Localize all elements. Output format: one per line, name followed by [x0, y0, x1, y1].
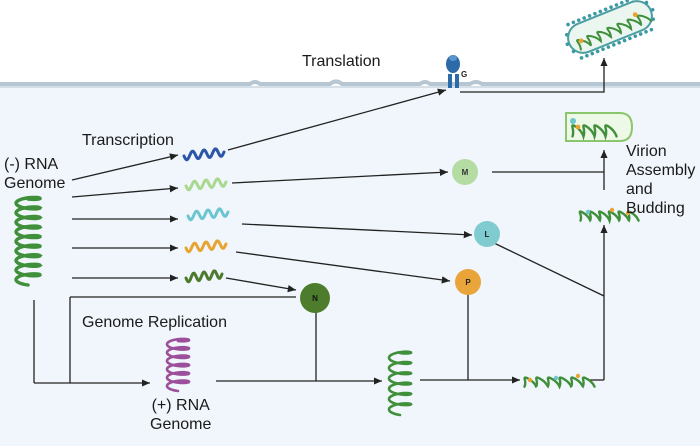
virion-spike [649, 27, 654, 32]
positive-rna-genome-label: (+) RNA Genome [150, 397, 212, 433]
virion-spike [620, 1, 624, 5]
arrow-transcription-m [71, 185, 179, 198]
rnp-dots [527, 207, 631, 383]
virion-spike [633, 34, 638, 38]
protein-g-label: G [461, 70, 468, 79]
arrow-translate-p [235, 251, 451, 284]
virion-spike [651, 17, 656, 22]
virion-spike [571, 49, 576, 54]
ribonucleoprotein-coil [578, 210, 640, 225]
transcription-label: Transcription [82, 132, 174, 149]
virion-spike [593, 11, 597, 16]
protein-l: L [474, 221, 500, 247]
virion-spike [601, 47, 605, 52]
arrow-translate-n [225, 277, 297, 293]
virion-spike [603, 7, 608, 12]
virion-spike [628, 36, 632, 41]
virion-spike [582, 16, 586, 20]
arrow-g-to-virion [460, 58, 608, 93]
virion-spike [566, 22, 570, 27]
protein-p: P [455, 269, 481, 295]
protein-m: M [452, 159, 478, 185]
virion-spike [650, 7, 655, 12]
virion-spike [611, 43, 616, 47]
virion-spike [587, 14, 592, 18]
virion-spike [644, 0, 649, 5]
virion-spike [595, 49, 600, 54]
virion-spike [606, 45, 611, 49]
virion-spike [622, 38, 627, 43]
virion-spike [571, 20, 576, 25]
virion-spike [617, 40, 621, 45]
virion-spike [638, 32, 643, 36]
g-glycoprotein [446, 55, 460, 88]
nucleocapsid-coil [523, 376, 596, 390]
virion-spike [579, 56, 584, 60]
mrna-l [186, 207, 230, 222]
virion-spike [609, 5, 613, 9]
arrow-translate-l [241, 223, 473, 239]
protein-n: N [300, 283, 330, 313]
mature-virion [564, 0, 656, 60]
virion-spike [644, 30, 648, 34]
mrna-g [182, 147, 226, 162]
genome-replication-label: Genome Replication [82, 314, 227, 331]
arrow-transcription-g [71, 153, 179, 181]
line-l-to-junction [493, 242, 605, 297]
virion-assembly-label: Virion Assembly and Budding [626, 143, 696, 217]
virion-spike [590, 51, 595, 56]
virion-spike [564, 32, 569, 37]
new-negative-rna-genome [387, 350, 413, 417]
positive-rna-genome [165, 337, 191, 393]
virion-spike [625, 0, 629, 3]
arrow-translate-m [231, 168, 449, 184]
mrna-p [184, 239, 228, 254]
cell-membrane [0, 79, 700, 86]
virion-spike [598, 9, 603, 14]
mrna-n [184, 269, 224, 284]
arrow-translate-g [227, 88, 447, 151]
negative-rna-genome-label: (-) RNA Genome [4, 156, 66, 192]
virion-spike [576, 18, 581, 23]
virion-spike [614, 3, 619, 7]
translation-label: Translation [302, 53, 381, 70]
mrna-m [184, 177, 228, 192]
arrows [33, 58, 608, 387]
virion-spike [565, 42, 570, 47]
virion-spike [585, 53, 589, 58]
negative-rna-genome [14, 195, 43, 287]
budding-virion [565, 112, 634, 142]
